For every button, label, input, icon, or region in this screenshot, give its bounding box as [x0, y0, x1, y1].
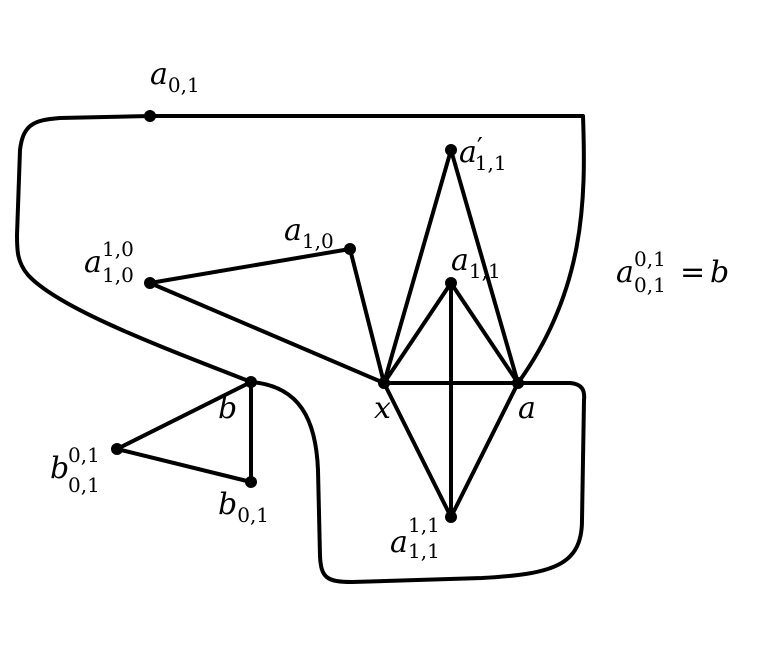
vertex-aprime11 — [445, 144, 457, 156]
label-a11-sup: a — [390, 525, 408, 560]
vertex-labels: a0,1 a′1,1 a1,0 a 1,0 1,0 a1,1 x a b b 0… — [50, 57, 536, 563]
label-a10: a1,0 — [284, 213, 334, 253]
vertex-b — [245, 376, 257, 388]
label-b01: b0,1 — [218, 487, 269, 527]
label-a10-sup-sub: 1,0 — [102, 263, 134, 287]
vertex-a — [512, 377, 524, 389]
edge-x-aprime11 — [382, 148, 453, 385]
edge-a11-a — [449, 281, 520, 385]
vertex-a10_10 — [144, 277, 156, 289]
label-a: a — [518, 391, 536, 426]
annotation-sup: 0,1 — [634, 247, 666, 271]
graph-vertices — [111, 110, 524, 523]
label-b01-sup: b — [50, 451, 69, 486]
vertex-a01 — [144, 110, 156, 122]
annotation-equation: a 0,1 0,1 = b — [616, 247, 729, 297]
label-a01: a0,1 — [150, 57, 200, 97]
edge-a10_10-x — [148, 281, 386, 385]
annotation-base: a — [616, 255, 634, 290]
edge-aprime11-a — [449, 148, 520, 385]
edge-x-a11_11 — [382, 381, 453, 519]
label-b01-sup-super: 0,1 — [68, 443, 100, 467]
annotation-relation: = — [680, 255, 705, 290]
label-x: x — [374, 391, 391, 426]
edge-a10-x — [348, 247, 386, 385]
label-aprime11: a′1,1 — [459, 133, 507, 175]
graph-edges — [115, 148, 520, 519]
vertex-a11 — [445, 277, 457, 289]
vertex-a11_11 — [445, 511, 457, 523]
edge-b-b01_01 — [115, 380, 253, 451]
label-a11: a1,1 — [451, 243, 501, 283]
vertex-a10 — [344, 243, 356, 255]
vertex-b01_01 — [111, 443, 123, 455]
label-a10-sup-super: 1,0 — [102, 237, 134, 261]
edge-x-a11 — [382, 281, 453, 385]
edge-b01_01-b01 — [115, 447, 253, 484]
edge-a10_10-a10 — [148, 247, 352, 285]
label-a11-sup-super: 1,1 — [408, 513, 440, 537]
edge-a-a11_11 — [449, 381, 520, 519]
label-b01-sup-sub: 0,1 — [68, 473, 100, 497]
vertex-x — [378, 377, 390, 389]
label-b: b — [218, 391, 237, 426]
label-a11-sup-sub: 1,1 — [408, 539, 440, 563]
annotation-rhs: b — [710, 255, 729, 290]
label-a10-sup: a — [84, 245, 102, 280]
vertex-b01 — [245, 476, 257, 488]
annotation-sub: 0,1 — [634, 273, 666, 297]
